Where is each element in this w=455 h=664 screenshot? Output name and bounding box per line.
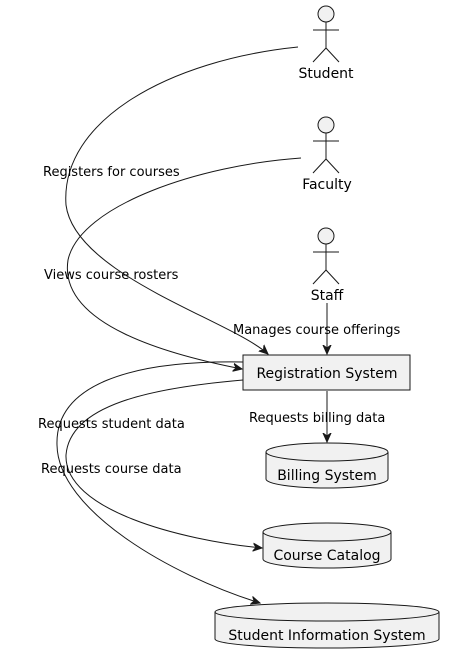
database-billing-system-rim	[265, 451, 389, 462]
database-student-information-system-label: Student Information System	[228, 628, 425, 644]
database-course-catalog-body	[262, 522, 392, 569]
component-registration-system: Registration System	[242, 354, 411, 391]
actor-staff-head	[317, 227, 335, 245]
actor-student-right-leg	[325, 47, 340, 63]
edge-registration-sis	[56, 361, 260, 603]
actor-staff-label: Staff	[311, 288, 344, 304]
actor-staff-right-leg	[325, 269, 340, 285]
component-registration-system-label: Registration System	[256, 366, 397, 382]
actor-student-label: Student	[298, 66, 354, 82]
database-course-catalog-label: Course Catalog	[273, 548, 380, 564]
actor-faculty-head	[317, 116, 335, 134]
actor-staff-left-leg	[312, 269, 327, 285]
actor-faculty-label: Faculty	[302, 177, 352, 193]
database-student-information-system-rim	[214, 611, 440, 622]
database-billing-system: Billing System	[265, 442, 389, 489]
actor-staff: Staff	[311, 227, 344, 304]
actor-student-head	[317, 5, 335, 23]
edge-label-views-course-rosters: Views course rosters	[44, 268, 179, 283]
database-student-information-system-body	[214, 602, 440, 649]
component-registration-system-box	[242, 354, 411, 391]
actor-student-left-leg	[312, 47, 327, 63]
edge-faculty-registration	[67, 157, 302, 369]
database-billing-system-label: Billing System	[277, 468, 377, 484]
edge-student-registration	[65, 46, 299, 354]
database-billing-system-body	[265, 442, 389, 489]
edge-registration-catalog	[65, 379, 262, 548]
edge-label-requests-billing-data: Requests billing data	[249, 411, 385, 426]
actor-faculty: Faculty	[302, 116, 352, 193]
database-student-information-system: Student Information System	[214, 602, 440, 649]
actor-student: Student	[298, 5, 354, 82]
database-course-catalog-rim	[262, 531, 392, 542]
actor-faculty-right-leg	[325, 158, 340, 174]
edge-label-requests-course-data: Requests course data	[41, 462, 182, 477]
edge-label-requests-student-data: Requests student data	[38, 417, 185, 432]
database-course-catalog: Course Catalog	[262, 522, 392, 569]
edge-label-manages-course-offerings: Manages course offerings	[233, 323, 400, 338]
actor-faculty-left-leg	[312, 158, 327, 174]
edge-label-registers-for-courses: Registers for courses	[43, 165, 180, 180]
